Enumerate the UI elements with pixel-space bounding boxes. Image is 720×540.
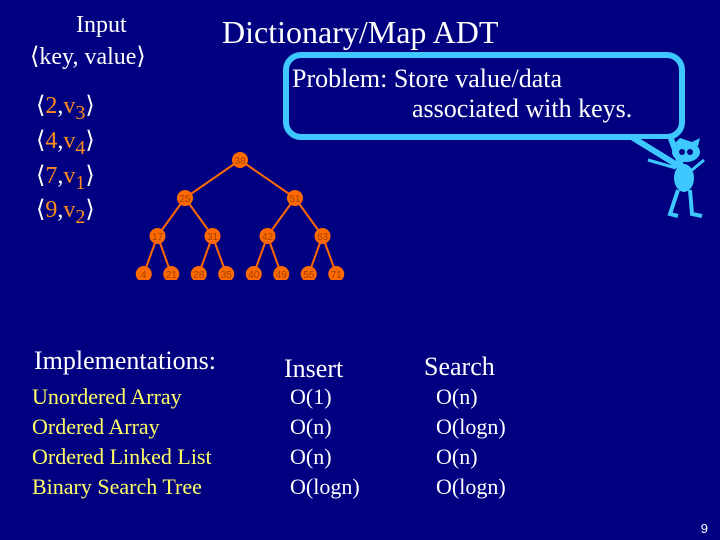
implementations-list: Unordered Array Ordered Array Ordered Li… bbox=[32, 382, 212, 502]
insert-complexity: O(n) bbox=[290, 444, 332, 469]
search-complexity: O(n) bbox=[436, 444, 478, 469]
implementation-item: Unordered Array bbox=[32, 384, 182, 409]
tree-node-label: 40 bbox=[248, 270, 260, 280]
tree-node-label: 4 bbox=[141, 270, 147, 280]
pair-subscript: 2 bbox=[75, 206, 86, 229]
tree-node bbox=[273, 266, 290, 280]
tree-node bbox=[204, 228, 221, 244]
input-label: Input bbox=[76, 12, 127, 38]
tree-node-label: 31 bbox=[207, 232, 219, 243]
cartoon-figure-icon bbox=[647, 138, 705, 218]
problem-line-2: associated with keys. bbox=[412, 94, 633, 123]
pair-value: v bbox=[63, 197, 76, 224]
implementation-item: Ordered Linked List bbox=[32, 444, 212, 469]
pair-key: 9 bbox=[45, 197, 58, 224]
tree-edge bbox=[184, 159, 241, 199]
tree-edge bbox=[239, 159, 296, 199]
tree-node bbox=[149, 228, 166, 244]
search-complexity: O(logn) bbox=[436, 414, 506, 439]
tree-node-label: 51 bbox=[289, 194, 301, 205]
search-complexity: O(n) bbox=[436, 384, 478, 409]
tree-node bbox=[135, 266, 152, 280]
insert-complexity: O(logn) bbox=[290, 474, 360, 499]
pair-value: v bbox=[63, 93, 76, 119]
pair-key: 2 bbox=[45, 93, 58, 119]
tree-node-label: 71 bbox=[331, 270, 343, 280]
pair-value: v bbox=[63, 127, 76, 154]
tree-node-label: 55 bbox=[303, 270, 315, 280]
insert-complexity: O(1) bbox=[290, 384, 332, 409]
page-number: 9 bbox=[700, 521, 708, 536]
search-header: Search bbox=[424, 352, 495, 381]
search-complexity: O(logn) bbox=[436, 474, 506, 499]
tree-node-label: 42 bbox=[262, 232, 274, 243]
tree-node-label: 28 bbox=[193, 270, 205, 280]
tree-node bbox=[300, 266, 317, 280]
pair-key: 7 bbox=[45, 162, 58, 189]
implementation-item: Binary Search Tree bbox=[32, 474, 202, 499]
insert-complexity-list: O(1) O(n) O(n) O(logn) bbox=[290, 382, 360, 502]
pair-subscript: 1 bbox=[75, 171, 86, 194]
tree-node bbox=[245, 266, 262, 280]
input-format: ⟨key, value⟩ bbox=[30, 44, 146, 70]
binary-search-tree: 38 25 51 17 31 42 63 4 21 28 35 40 49 55 71 bbox=[135, 152, 345, 280]
speech-bubble bbox=[283, 52, 685, 140]
search-complexity-list: O(n) O(logn) O(n) O(logn) bbox=[436, 382, 506, 502]
tree-node-label: 17 bbox=[152, 232, 164, 243]
tree-node-label: 21 bbox=[166, 270, 178, 280]
tree-nodes: 38 25 51 17 31 42 63 4 21 28 35 40 49 55 71 bbox=[135, 152, 345, 280]
tree-node-label: 63 bbox=[317, 232, 329, 243]
insert-complexity: O(n) bbox=[290, 414, 332, 439]
tree-node bbox=[177, 190, 193, 206]
pair-item: ⟨4,v4⟩ bbox=[36, 127, 95, 159]
pair-subscript: 3 bbox=[75, 101, 86, 124]
pair-subscript: 4 bbox=[75, 136, 86, 159]
slide-title: Dictionary/Map ADT bbox=[222, 14, 499, 50]
insert-header: Insert bbox=[284, 354, 344, 383]
tree-node bbox=[314, 228, 331, 244]
tree-node-label: 49 bbox=[276, 270, 288, 280]
problem-line-1: Problem: Store value/data bbox=[292, 64, 563, 93]
tree-node bbox=[232, 152, 248, 168]
tree-node-label: 35 bbox=[221, 270, 233, 280]
tree-node-label: 25 bbox=[179, 194, 191, 205]
pair-key: 4 bbox=[45, 127, 58, 154]
pair-value: v bbox=[63, 162, 76, 189]
implementation-item: Ordered Array bbox=[32, 414, 160, 439]
tree-node bbox=[190, 266, 207, 280]
tree-node-label: 38 bbox=[234, 156, 246, 167]
pair-item: ⟨2,v3⟩ bbox=[36, 93, 95, 124]
tree-node bbox=[259, 228, 276, 244]
tree-node bbox=[163, 266, 180, 280]
pair-item: ⟨9,v2⟩ bbox=[36, 197, 95, 229]
pair-item: ⟨7,v1⟩ bbox=[36, 162, 95, 194]
tree-node bbox=[328, 266, 345, 280]
key-value-pairs: ⟨2,v3⟩ ⟨4,v4⟩ ⟨7,v1⟩ ⟨9,v2⟩ bbox=[36, 92, 95, 231]
tree-node bbox=[287, 190, 303, 206]
problem-statement: Problem: Store value/data associated wit… bbox=[292, 64, 632, 124]
implementations-header: Implementations: bbox=[34, 346, 216, 375]
tree-node bbox=[218, 266, 235, 280]
tree-edges bbox=[142, 159, 338, 275]
